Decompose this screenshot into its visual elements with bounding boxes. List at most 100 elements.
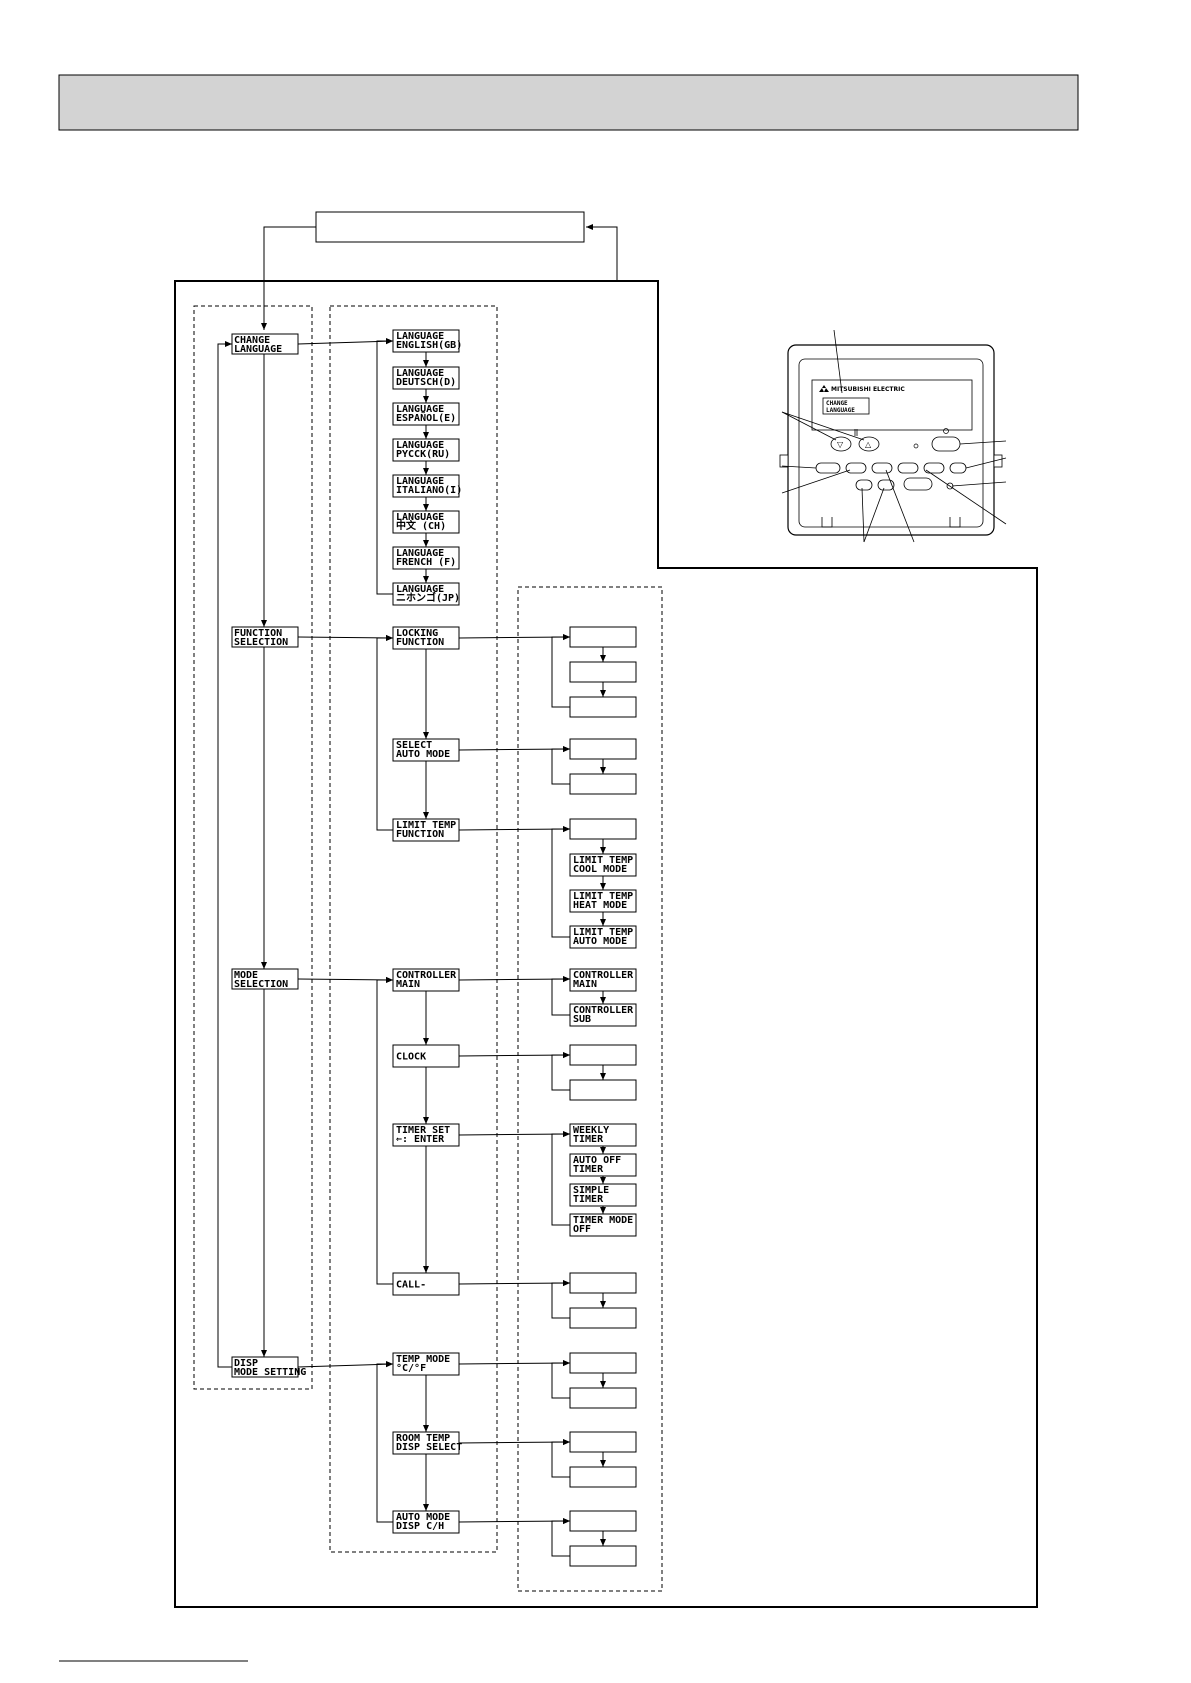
level3-return-line: [551, 1360, 570, 1399]
level2-item-7-line-1: LANGUAGE: [396, 548, 444, 559]
level3-item-6-1-line-1: WEEKLY: [573, 1125, 609, 1136]
level3-item-1-2: [569, 661, 637, 683]
level2-item-14-frame: [392, 1123, 460, 1147]
checkmode-button[interactable]: [815, 462, 841, 474]
level2-return-line: [376, 1361, 393, 1523]
level2-item-13-line-1: CLOCK: [396, 1052, 426, 1063]
level2-item-3-frame: [392, 402, 460, 426]
level3-return-line: [551, 976, 570, 1016]
level3-item-3-2-frame: [569, 853, 637, 877]
level3-item-1-2-frame: [569, 661, 637, 683]
level2-item-7-frame: [392, 546, 460, 570]
level3-item-3-2-line-2: COOL MODE: [573, 864, 627, 875]
level2-item-11-line-1: LIMIT TEMP: [396, 820, 456, 831]
top-box: [315, 211, 585, 243]
level2-return-line: [376, 635, 393, 831]
level1-item-frame: [231, 968, 299, 990]
level2-item-12-line-2: MAIN: [396, 979, 420, 990]
level1-item-label: LANGUAGE: [234, 344, 282, 355]
remote-lcd-frame: [822, 397, 870, 415]
remote-brand: MITSUBISHI ELECTRIC: [831, 386, 905, 393]
level3-item-5-2-frame: [569, 1079, 637, 1101]
level2-item-8-frame: [392, 582, 460, 606]
level2-item-4-line-1: LANGUAGE: [396, 440, 444, 451]
level3-item-6-4-frame: [569, 1213, 637, 1237]
timer-down-button[interactable]: [855, 479, 873, 491]
level2-item-6-frame: [392, 510, 460, 534]
level3-item-3-1-frame: [569, 818, 637, 840]
level2-item-18-line-1: AUTO MODE: [396, 1512, 450, 1523]
level3-column: [517, 586, 663, 1592]
fan-button[interactable]: [871, 462, 893, 474]
level2-item-16-line-2: °C/°F: [396, 1363, 426, 1374]
level3-item-2-2: [569, 773, 637, 795]
level1-item-label: MODE: [234, 970, 258, 981]
leader-bottom-1: [861, 487, 865, 543]
level3-return-line: [551, 1439, 570, 1478]
vane-button[interactable]: [897, 462, 919, 474]
level3-item-3-1: [569, 818, 637, 840]
power-icon[interactable]: [931, 436, 961, 452]
level2-item-5-line-1: LANGUAGE: [396, 476, 444, 487]
level3-item-9-1-frame: [569, 1431, 637, 1453]
louver-button[interactable]: [923, 462, 945, 474]
remote-lcd-line-1: CHANGE: [826, 400, 848, 407]
level2-to-level3-arrow: [458, 746, 571, 753]
level3-item-6-3-frame: [569, 1183, 637, 1207]
mitsubishi-logo-icon: [819, 385, 829, 392]
leader-power: [959, 440, 1007, 445]
level3-item-8-1: [569, 1352, 637, 1374]
level2-item-16: TEMP MODE°C/°F: [392, 1352, 460, 1376]
level1-return-line: [217, 341, 232, 1368]
level2-item-15: CALL-: [392, 1272, 460, 1296]
level3-item-2-2-frame: [569, 773, 637, 795]
mode-button[interactable]: [845, 462, 867, 474]
level3-item-4-1-frame: [569, 968, 637, 992]
level3-item-3-4-frame: [569, 925, 637, 949]
level2-to-level3-arrow: [458, 1518, 571, 1525]
level3-item-6-1-frame: [569, 1123, 637, 1147]
remote-body: [787, 344, 995, 536]
level3-return-line: [551, 746, 570, 785]
foot-left: [821, 517, 833, 528]
level2-item-14-line-2: ⇐: ENTER: [396, 1134, 445, 1145]
level2-return-line: [376, 977, 393, 1285]
level2-item-9-frame: [392, 626, 460, 650]
ventilation-button[interactable]: [949, 462, 967, 474]
level3-item-3-2-line-1: LIMIT TEMP: [573, 855, 633, 866]
level3-item-4-2-line-2: SUB: [573, 1014, 591, 1025]
level3-item-3-4-line-1: LIMIT TEMP: [573, 927, 633, 938]
level3-return-line: [551, 634, 570, 708]
timer-up-button[interactable]: [877, 479, 895, 491]
level2-item-5-frame: [392, 474, 460, 498]
temperature-up-icon[interactable]: [858, 436, 880, 452]
level1-item-label: FUNCTION: [234, 628, 282, 639]
level2-to-level3-arrow: [458, 1052, 571, 1059]
leader-right-3: [951, 481, 1007, 487]
level2-to-level3-arrow: [458, 976, 571, 983]
level3-item-1-3-frame: [569, 696, 637, 718]
level3-item-7-2: [569, 1307, 637, 1329]
level3-item-9-2: [569, 1466, 637, 1488]
leader-right-2: [965, 457, 1007, 469]
leader-bottom-3: [885, 469, 915, 543]
temperature-down-icon[interactable]: [830, 436, 852, 452]
level3-item-8-2: [569, 1387, 637, 1409]
level3-item-7-1-frame: [569, 1272, 637, 1294]
level2-item-10-frame: [392, 738, 460, 762]
level2-item-9-line-2: FUNCTION: [396, 637, 444, 648]
test-button[interactable]: [903, 477, 933, 491]
level2-item-9-line-1: LOCKING: [396, 628, 438, 639]
